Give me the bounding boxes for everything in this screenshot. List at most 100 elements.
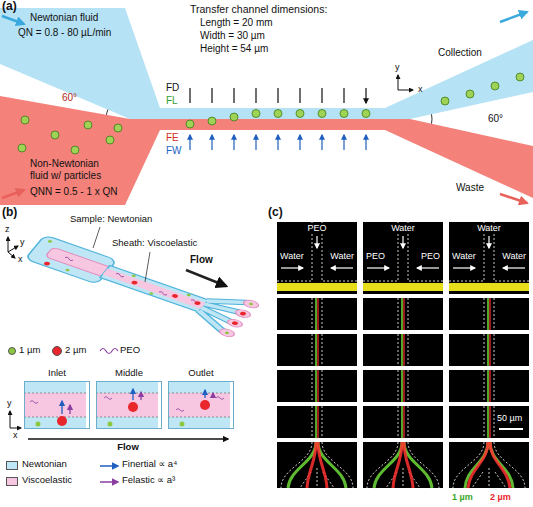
inlet-fluid-label: Water: [390, 223, 416, 233]
cross-section: [69, 405, 70, 414]
scale-label: 50 µm: [497, 413, 522, 423]
chip-device: [103, 269, 208, 310]
inflow-arrow: [453, 267, 475, 268]
particle: [274, 110, 282, 118]
flow-arrow: [500, 194, 527, 203]
outlet-label: Waste: [456, 182, 484, 194]
section-heading: Middle: [97, 368, 161, 379]
channel-wall: [312, 406, 494, 438]
particle: [186, 120, 194, 128]
axis-arrow: [10, 428, 21, 429]
particle: [340, 110, 348, 118]
force-label: FL: [166, 95, 178, 107]
particle: [51, 131, 59, 139]
cross-section: [180, 422, 185, 427]
chip-device: [131, 274, 136, 277]
micrograph-frame: [363, 298, 443, 330]
fluid-label: Sheath: Viscoelastic: [112, 238, 197, 249]
particle: [252, 110, 260, 118]
leader-line: [145, 252, 150, 282]
scale-bar: [499, 428, 523, 430]
force-arrow: [277, 135, 278, 150]
channel-wall: [277, 222, 529, 281]
force-legend-arrow: [100, 481, 118, 483]
leader-line: [93, 227, 150, 282]
chip-device: [43, 261, 51, 266]
particle-band: [449, 283, 529, 291]
section-heading: Inlet: [25, 368, 89, 379]
particle-band: [277, 283, 529, 291]
chip-device: [47, 240, 52, 243]
viscoelastic-stream: [385, 119, 533, 198]
legend-swatch: [6, 477, 18, 486]
inflow-arrow: [417, 267, 439, 268]
chip-device: [21, 230, 261, 339]
legend-text: PEO: [120, 345, 140, 356]
axis-label: x: [418, 84, 423, 94]
particle: [230, 113, 238, 121]
inflow-arrow: [316, 236, 317, 248]
flow-arrow: [500, 12, 527, 22]
channel-wall: [312, 334, 494, 366]
cross-section: [24, 393, 230, 417]
force-arrow: [321, 135, 322, 150]
axis-arrow: [398, 90, 413, 91]
flow-label: Flow: [190, 254, 213, 266]
force-label: FW: [166, 145, 182, 157]
chip-device: [149, 292, 154, 295]
cross-section: [128, 402, 138, 412]
axis-arrow: [8, 237, 9, 252]
fluid-label: Newtonian fluid: [30, 12, 98, 24]
particle-stream: [288, 442, 513, 488]
particle-band: [363, 283, 443, 291]
inflow-arrow: [281, 236, 525, 268]
particle-stream: [316, 298, 488, 438]
micrograph-frame: [277, 334, 357, 366]
force-legend-arrow: [100, 465, 118, 467]
legend-text: Finertial ∝ a⁴: [122, 459, 177, 470]
micrograph-frame: [449, 370, 529, 402]
chip-device: [131, 280, 139, 285]
particle: [491, 82, 499, 90]
chip-device: [226, 318, 245, 329]
leader-line: [93, 227, 100, 248]
chip-device: [194, 301, 202, 306]
cross-section: [36, 422, 41, 427]
fluid-label: Non-Newtonian fluid w/ particles: [30, 158, 118, 181]
cross-section: [30, 397, 224, 412]
cross-section: [62, 389, 213, 414]
chip-device: [171, 294, 179, 299]
chip-device: [231, 321, 239, 326]
force-arrow: [233, 135, 234, 150]
force-arrow: [189, 135, 190, 150]
cross-section: [212, 393, 213, 398]
micrograph-frame: [449, 298, 529, 330]
flow-arrow: [2, 16, 24, 24]
force-arrow: [255, 135, 256, 150]
inflow-arrow: [281, 267, 303, 268]
inlet-fluid-label: Water: [502, 251, 526, 261]
inflow-arrow: [503, 267, 525, 268]
axis-arrow: [10, 411, 21, 428]
inlet-fluid-label: PEO: [306, 223, 327, 233]
axis-arrow: [10, 411, 11, 428]
inlet-fluid-label: PEO: [366, 251, 385, 261]
inlet-fluid-label: PEO: [421, 251, 440, 261]
cross-section: [168, 381, 230, 429]
dimension: Length = 20 mm: [200, 17, 273, 29]
flow-arrow: [186, 270, 226, 286]
cross-section-box: Outlet: [168, 381, 234, 429]
legend-text: Newtonian: [22, 459, 67, 470]
micrograph-frame: [277, 222, 357, 294]
flow-arrow: [28, 438, 228, 439]
chip-device: [248, 302, 253, 305]
particle: [466, 90, 474, 98]
chip-device: [28, 234, 253, 335]
particle-stream: [318, 298, 490, 438]
chip-device: [63, 255, 200, 306]
axis-arrow: [8, 246, 18, 252]
cross-section: [168, 393, 230, 417]
cross-section: [57, 400, 210, 426]
axis-label: y: [7, 398, 12, 408]
force-label: FD: [166, 82, 179, 94]
